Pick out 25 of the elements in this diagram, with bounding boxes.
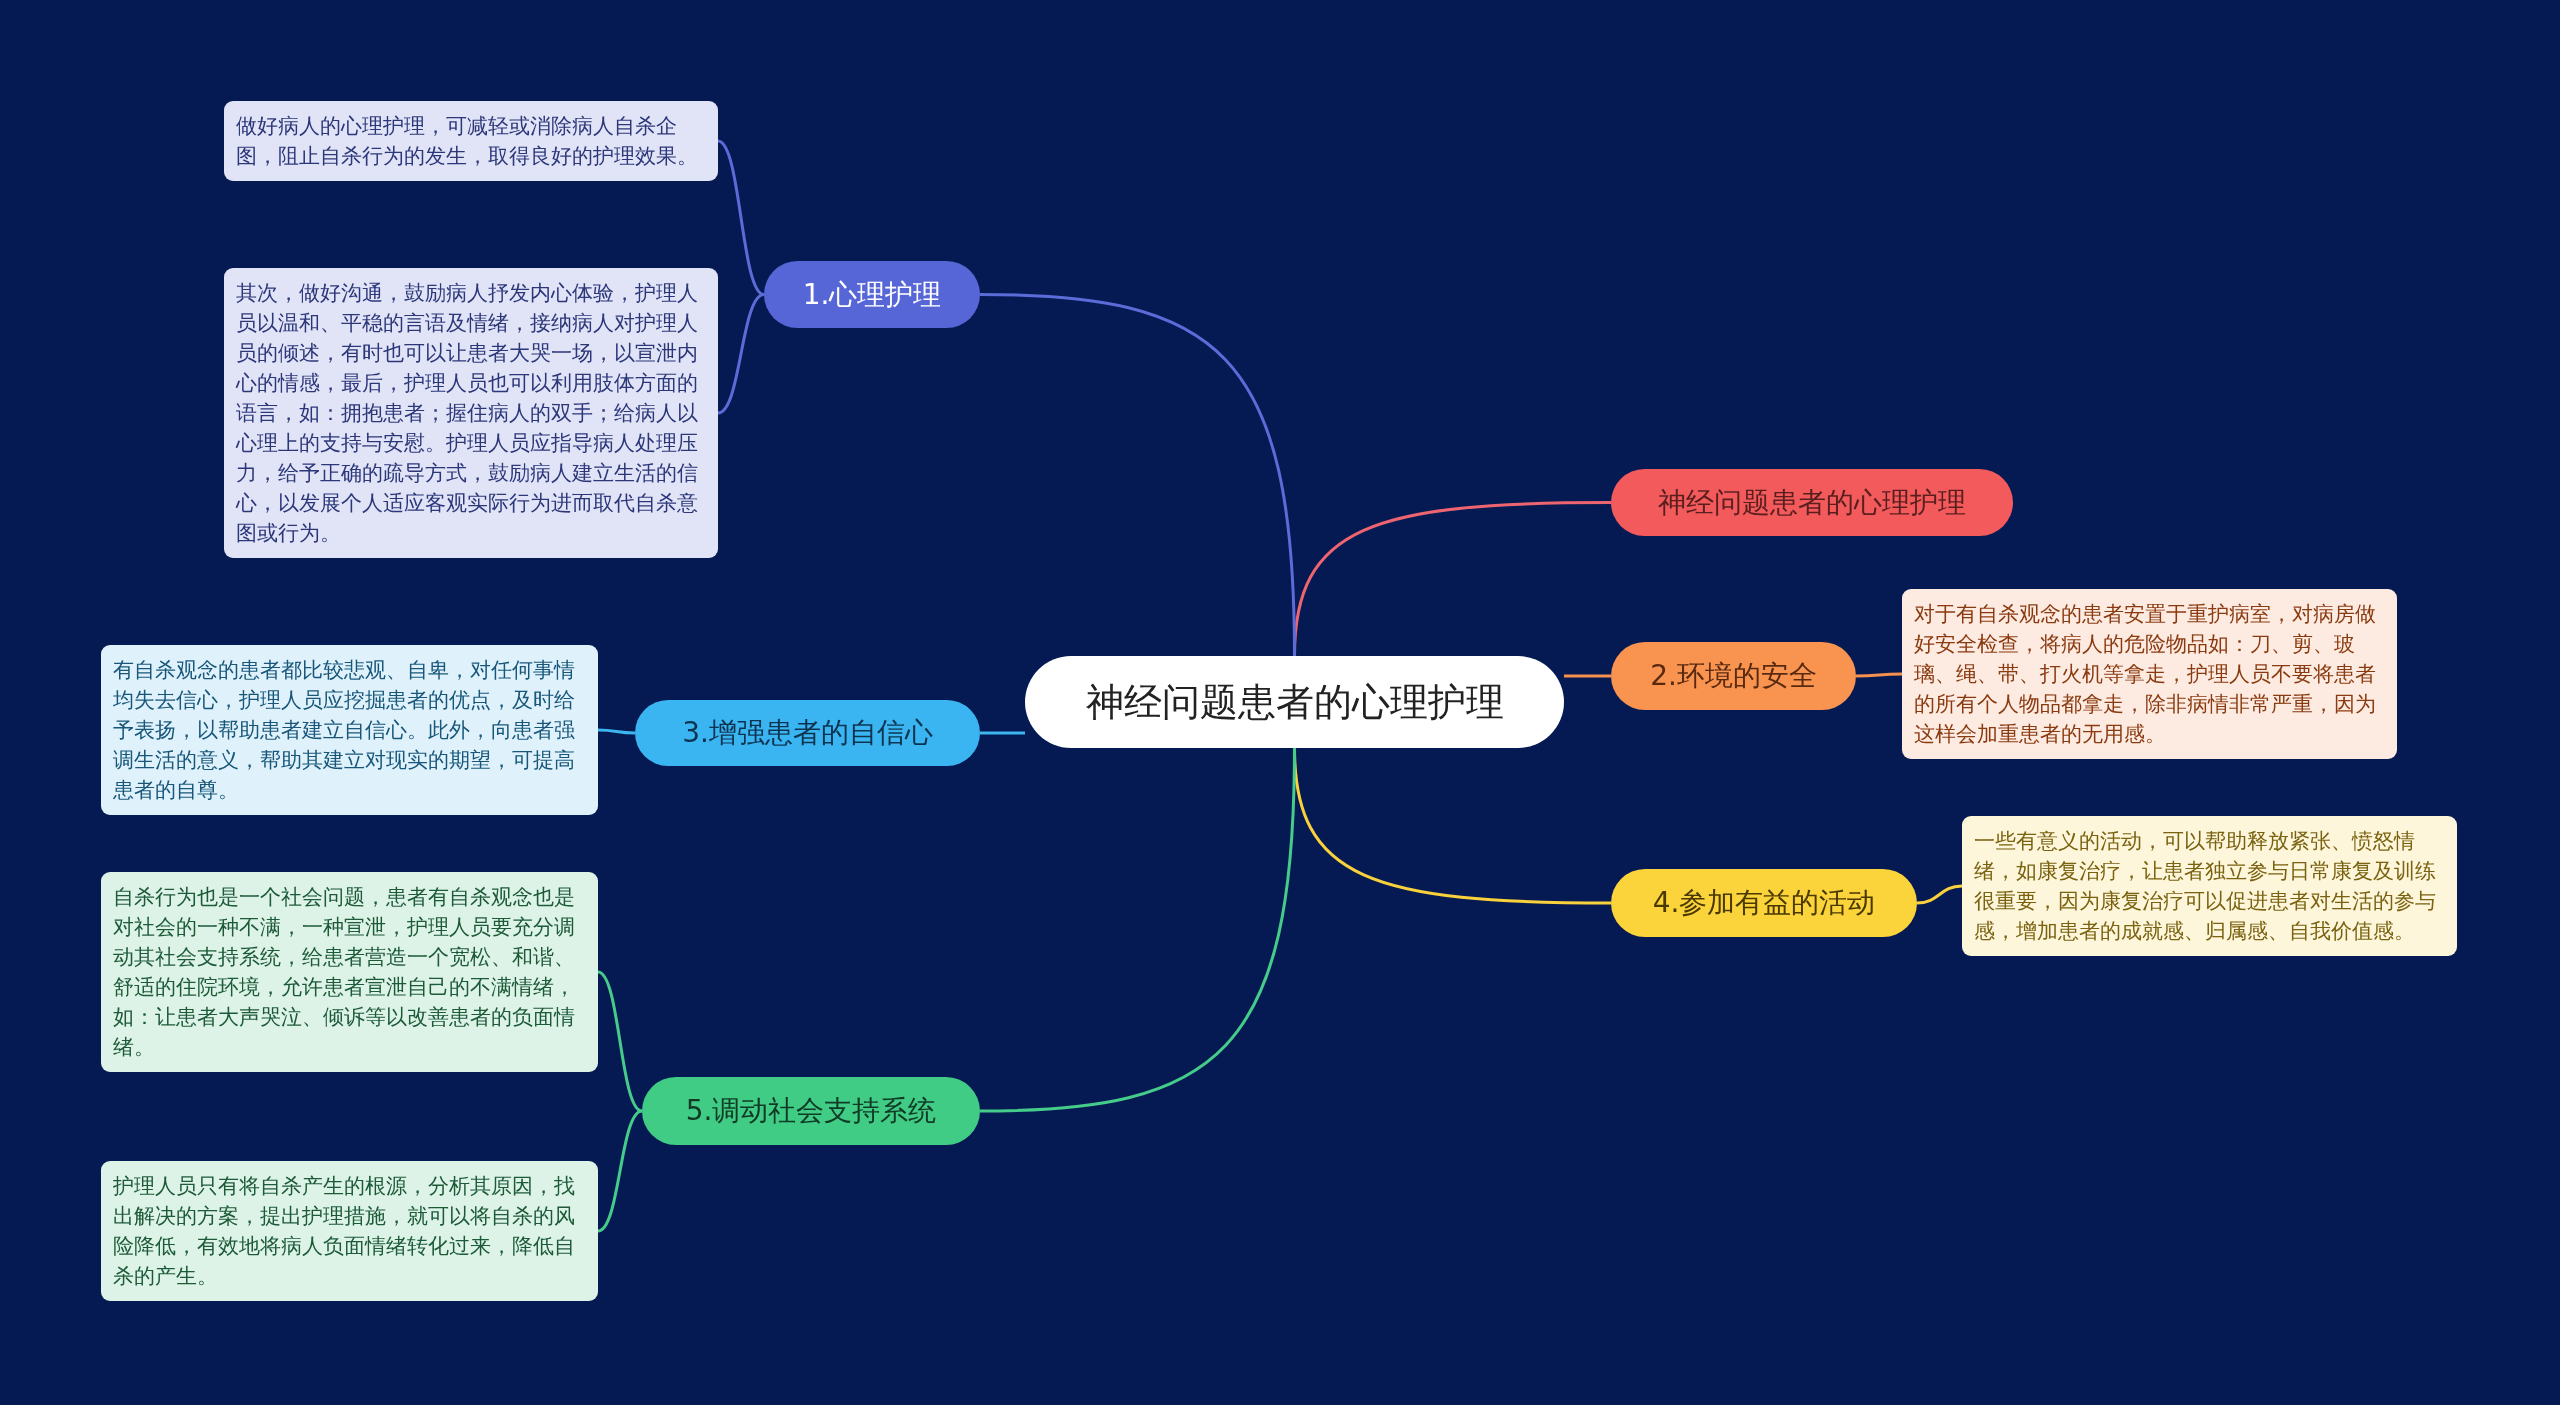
topic-box: 神经问题患者的心理护理	[1611, 469, 2013, 536]
connector-line	[717, 293, 765, 415]
topic-box: 3.增强患者的自信心	[635, 700, 980, 766]
connector-line	[597, 970, 643, 1113]
connector-line	[979, 293, 1296, 657]
note-card: 一些有意义的活动，可以帮助释放紧张、愤怒情绪，如康复治疗，让患者独立参与日常康复及训练很重要，因为康复治疗可以促进患者对生活的参与感，增加患者的成就感、归属感、自我价值感。	[1962, 816, 2457, 956]
topic-box: 2.环境的安全	[1611, 642, 1856, 710]
central-topic: 神经问题患者的心理护理	[1025, 656, 1564, 748]
note-card: 做好病人的心理护理，可减轻或消除病人自杀企图，阻止自杀行为的发生，取得良好的护理效果。	[224, 101, 718, 181]
connector-line	[1916, 884, 1963, 905]
topic-box: 1.心理护理	[764, 261, 980, 328]
note-card: 有自杀观念的患者都比较悲观、自卑，对任何事情均失去信心，护理人员应挖掘患者的优点，及时给予表扬，以帮助患者建立自信心。此外，向患者强调生活的意义，帮助其建立对现实的期望，可提高患者的自尊。	[101, 645, 598, 815]
connector-line	[979, 747, 1296, 1113]
connector-line	[717, 139, 765, 296]
connector-line	[1564, 674, 1611, 678]
note-card: 其次，做好沟通，鼓励病人抒发内心体验，护理人员以温和、平稳的言语及情绪，接纳病人对护理人员的倾述，有时也可以让患者大哭一场，以宣泄内心的情感，最后，护理人员也可以利用肢体方面的语言，如：拥抱患者；握住病人的双手；给病人以心理上的支持与安慰。护理人员应指导病人处理压力，给予正确的疏导方式，鼓励病人建立生活的信心，以发展个人适应客观实际行为进而取代自杀意图或行为。	[224, 268, 718, 558]
topic-box: 5.调动社会支持系统	[642, 1077, 980, 1145]
note-card: 对于有自杀观念的患者安置于重护病室，对病房做好安全检查，将病人的危险物品如：刀、剪、玻璃、绳、带、打火机等拿走，护理人员不要将患者的所有个人物品都拿走，除非病情非常严重，因为这样会加重患者的无用感。	[1902, 589, 2397, 759]
topic-box: 4.参加有益的活动	[1611, 869, 1917, 937]
connector-line	[1856, 672, 1902, 678]
note-card: 护理人员只有将自杀产生的根源，分析其原因，找出解决的方案，提出护理措施，就可以将自杀的风险降低，有效地将病人负面情绪转化过来，降低自杀的产生。	[101, 1161, 598, 1301]
connector-line	[597, 1109, 643, 1233]
note-card: 自杀行为也是一个社会问题，患者有自杀观念也是对社会的一种不满，一种宣泄，护理人员要充分调动其社会支持系统，给患者营造一个宽松、和谐、舒适的住院环境，允许患者宣泄自己的不满情绪，如：让患者大声哭泣、倾诉等以改善患者的负面情绪。	[101, 872, 598, 1072]
connector-line	[597, 728, 636, 735]
connector-line	[980, 731, 1025, 735]
